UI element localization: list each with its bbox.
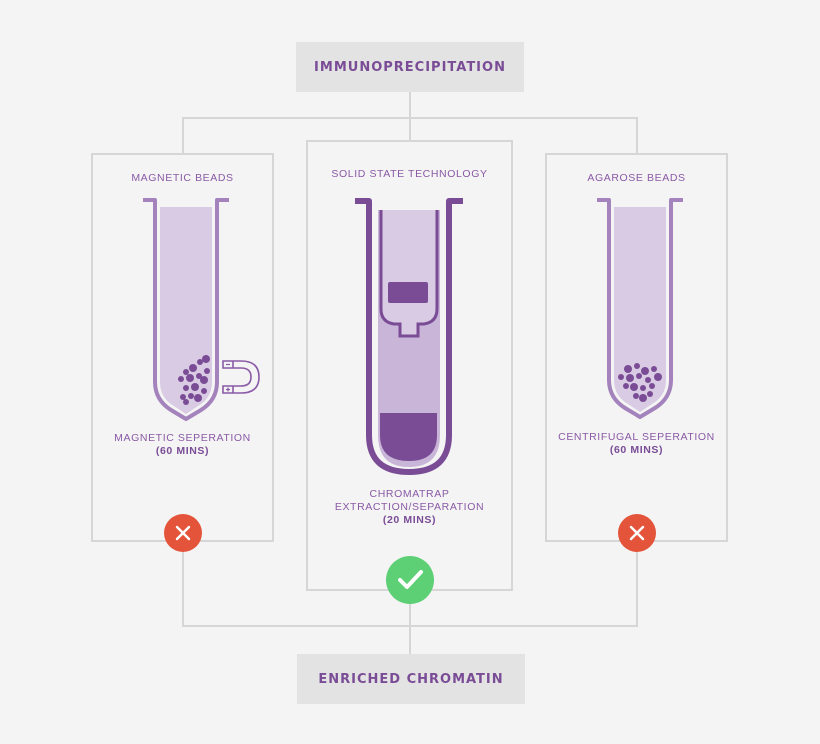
result-box: ENRICHED CHROMATIN <box>297 654 525 704</box>
chromatrap-tube-icon <box>355 198 463 475</box>
heading-agarose-beads: AGAROSE BEADS <box>587 172 686 184</box>
title-box: IMMUNOPRECIPITATION <box>296 42 524 92</box>
caption-chromatrap-line2: EXTRACTION/SEPARATION <box>334 501 485 513</box>
magnetic-tube-icon <box>143 198 229 421</box>
caption-magnetic-time: (60 MINS) <box>155 445 210 457</box>
close-icon <box>618 514 656 552</box>
check-icon <box>386 556 434 604</box>
close-icon <box>164 514 202 552</box>
caption-chromatrap-time: (20 MINS) <box>382 514 437 526</box>
magnet-icon <box>222 360 260 394</box>
caption-chromatrap-line1: CHROMATRAP <box>369 488 450 500</box>
agarose-tube-icon <box>597 198 683 419</box>
heading-magnetic-beads: MAGNETIC BEADS <box>131 172 234 184</box>
caption-magnetic-text: MAGNETIC SEPERATION <box>114 432 251 444</box>
caption-agarose-time: (60 MINS) <box>609 444 664 456</box>
caption-agarose-text: CENTRIFUGAL SEPERATION <box>558 431 715 443</box>
caption-agarose: CENTRIFUGAL SEPERATION (60 MINS) <box>546 431 727 457</box>
heading-solid-state: SOLID STATE TECHNOLOGY <box>331 168 488 180</box>
caption-magnetic: MAGNETIC SEPERATION (60 MINS) <box>92 432 273 458</box>
caption-chromatrap: CHROMATRAP EXTRACTION/SEPARATION (20 MIN… <box>307 488 512 527</box>
